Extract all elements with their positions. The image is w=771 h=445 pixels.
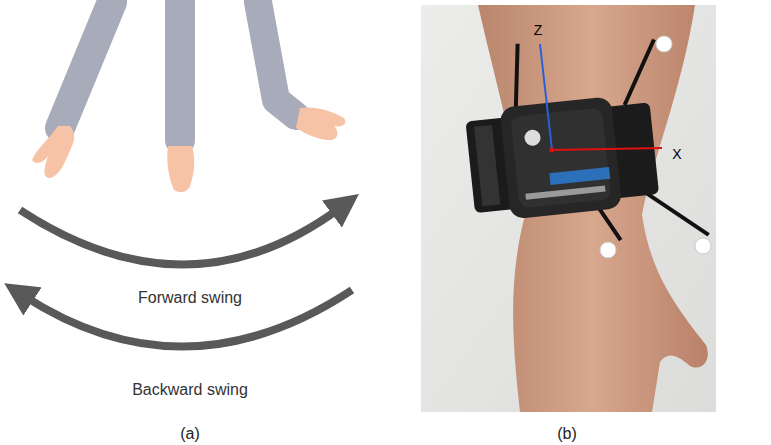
axis-label: Z: [534, 22, 543, 38]
marker-balls: [600, 36, 711, 258]
axis-origin: [550, 148, 555, 153]
axis-label: X: [672, 146, 681, 162]
imu-sensor: [618, 40, 660, 105]
imu-sensor: [458, 26, 709, 259]
imu-sensor: [510, 107, 611, 208]
arm-neutral: [167, 2, 194, 192]
forearm-hand-photo: [478, 5, 708, 412]
arm-neutral: [167, 146, 194, 192]
forward-swing-arrow: [20, 208, 340, 265]
arm-backward: [32, 126, 74, 178]
arm-backward: [32, 2, 112, 178]
imu-sensor: [524, 129, 542, 147]
arm-forward: [258, 2, 345, 140]
photo-background: [421, 5, 716, 412]
imu-sensor: [525, 185, 605, 199]
imu-sensor: [465, 102, 659, 213]
swing-label: Backward swing: [132, 381, 248, 399]
imu-sensor: [549, 167, 610, 185]
arm-neutral: [165, 2, 195, 140]
arm-forward: [258, 2, 296, 116]
arm-backward: [60, 2, 112, 128]
marker-balls: [600, 242, 616, 258]
imu-sensor: [499, 96, 622, 219]
panel-label: (a): [180, 425, 200, 443]
imu-sensor: [474, 125, 500, 206]
arm-forward: [296, 107, 345, 140]
panel-label: (b): [557, 425, 577, 443]
marker-balls: [656, 36, 672, 52]
swing-label: Forward swing: [138, 289, 242, 307]
x-axis-line: [552, 148, 662, 150]
marker-balls: [695, 238, 711, 254]
z-axis-line: [540, 44, 552, 150]
